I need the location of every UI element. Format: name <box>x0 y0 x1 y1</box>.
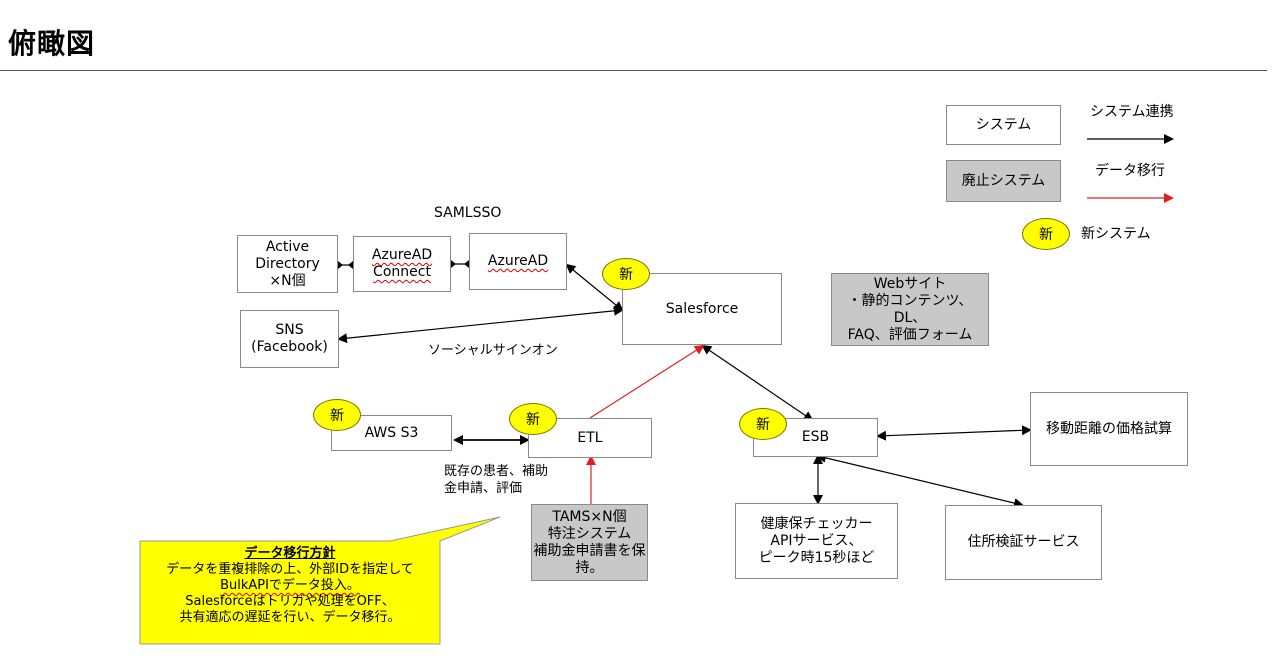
website-box: Webサイト ・静的コンテンツ、DL、 FAQ、評価フォーム <box>831 273 989 346</box>
legend-migration-label: データ移行 <box>1095 163 1165 179</box>
active-directory-box: Active Directory ×N個 <box>237 235 338 293</box>
legend-deprecated-label: 廃止システム <box>961 172 1046 189</box>
samlsso-label: SAMLSSO <box>434 205 502 221</box>
azuread-label: AzureAD <box>487 253 549 269</box>
tams-box: TAMS×N個 特注システム 補助金申請書を保持。 <box>531 504 648 581</box>
aws-s3-new-badge: 新 <box>313 399 361 431</box>
migration-note-line1: データを重複排除の上、外部IDを指定して <box>166 562 414 577</box>
esb-pricecalc-link <box>876 425 1032 441</box>
legend-new-label: 新システム <box>1081 226 1151 242</box>
migration-note: データ移行方針 データを重複排除の上、外部IDを指定して BulkAPIでデータ… <box>140 546 440 626</box>
social-signon-label: ソーシャルサインオン <box>428 343 558 358</box>
price-calc-box: 移動距離の価格試算 <box>1030 392 1188 466</box>
page-title: 俯瞰図 <box>8 27 96 60</box>
azuread-box: AzureAD <box>469 233 567 290</box>
esb-new-badge: 新 <box>739 408 787 440</box>
migration-note-line3: Salesforceはトリガや処理をOFF、 <box>185 594 395 609</box>
salesforce-new-badge: 新 <box>602 258 650 290</box>
address-verification-box: 住所検証サービス <box>945 505 1102 580</box>
active-directory-label: Active Directory ×N個 <box>255 238 320 289</box>
address-verification-label: 住所検証サービス <box>967 534 1080 550</box>
azuread-connect-label: AzureAD Connect <box>371 247 433 280</box>
insurance-checker-label: 健康保チェッカー APIサービス、 ピーク時15秒ほど <box>758 515 875 566</box>
salesforce-box: Salesforce <box>622 273 782 345</box>
migration-note-line4: 共有適応の遅延を行い、データ移行。 <box>179 610 401 625</box>
etl-label: ETL <box>577 429 603 446</box>
price-calc-label: 移動距離の価格試算 <box>1046 420 1172 437</box>
migration-note-line2: BulkAPIでデータ投入。 <box>140 578 440 594</box>
migration-note-title: データ移行方針 <box>244 546 336 561</box>
title-divider <box>0 70 1267 71</box>
legend-system-box: システム <box>946 105 1061 145</box>
salesforce-label: Salesforce <box>665 300 739 317</box>
insurance-checker-box: 健康保チェッカー APIサービス、 ピーク時15秒ほど <box>735 503 898 579</box>
salesforce-esb-link <box>701 344 814 422</box>
website-label: Webサイト ・静的コンテンツ、DL、 FAQ、評価フォーム <box>847 275 973 343</box>
sns-box: SNS (Facebook) <box>240 310 339 368</box>
aws-s3-box: AWS S3 <box>331 415 452 451</box>
azuread-connect-box: AzureAD Connect <box>353 236 451 292</box>
tams-label: TAMS×N個 特注システム 補助金申請書を保持。 <box>533 508 646 576</box>
etl-new-badge: 新 <box>509 403 557 435</box>
esb-label: ESB <box>801 429 830 445</box>
sns-label: SNS (Facebook) <box>251 322 328 355</box>
existing-data-label: 既存の患者、補助 金申請、評価 <box>444 464 549 496</box>
etl-salesforce-migration <box>589 344 705 419</box>
legend-link-label: システム連携 <box>1090 104 1174 120</box>
aws-s3-label: AWS S3 <box>364 424 419 441</box>
migration-note-line2-text: BulkAPIでデータ投入。 <box>220 578 360 593</box>
sns-salesforce-link <box>337 305 624 344</box>
legend-system-label: システム <box>975 116 1032 133</box>
legend-deprecated-box: 廃止システム <box>946 160 1061 202</box>
migration-note-callout <box>139 516 501 645</box>
legend-new-badge: 新 <box>1022 218 1070 250</box>
azuread-salesforce-link <box>565 263 624 312</box>
esb-address-link <box>816 453 1024 508</box>
